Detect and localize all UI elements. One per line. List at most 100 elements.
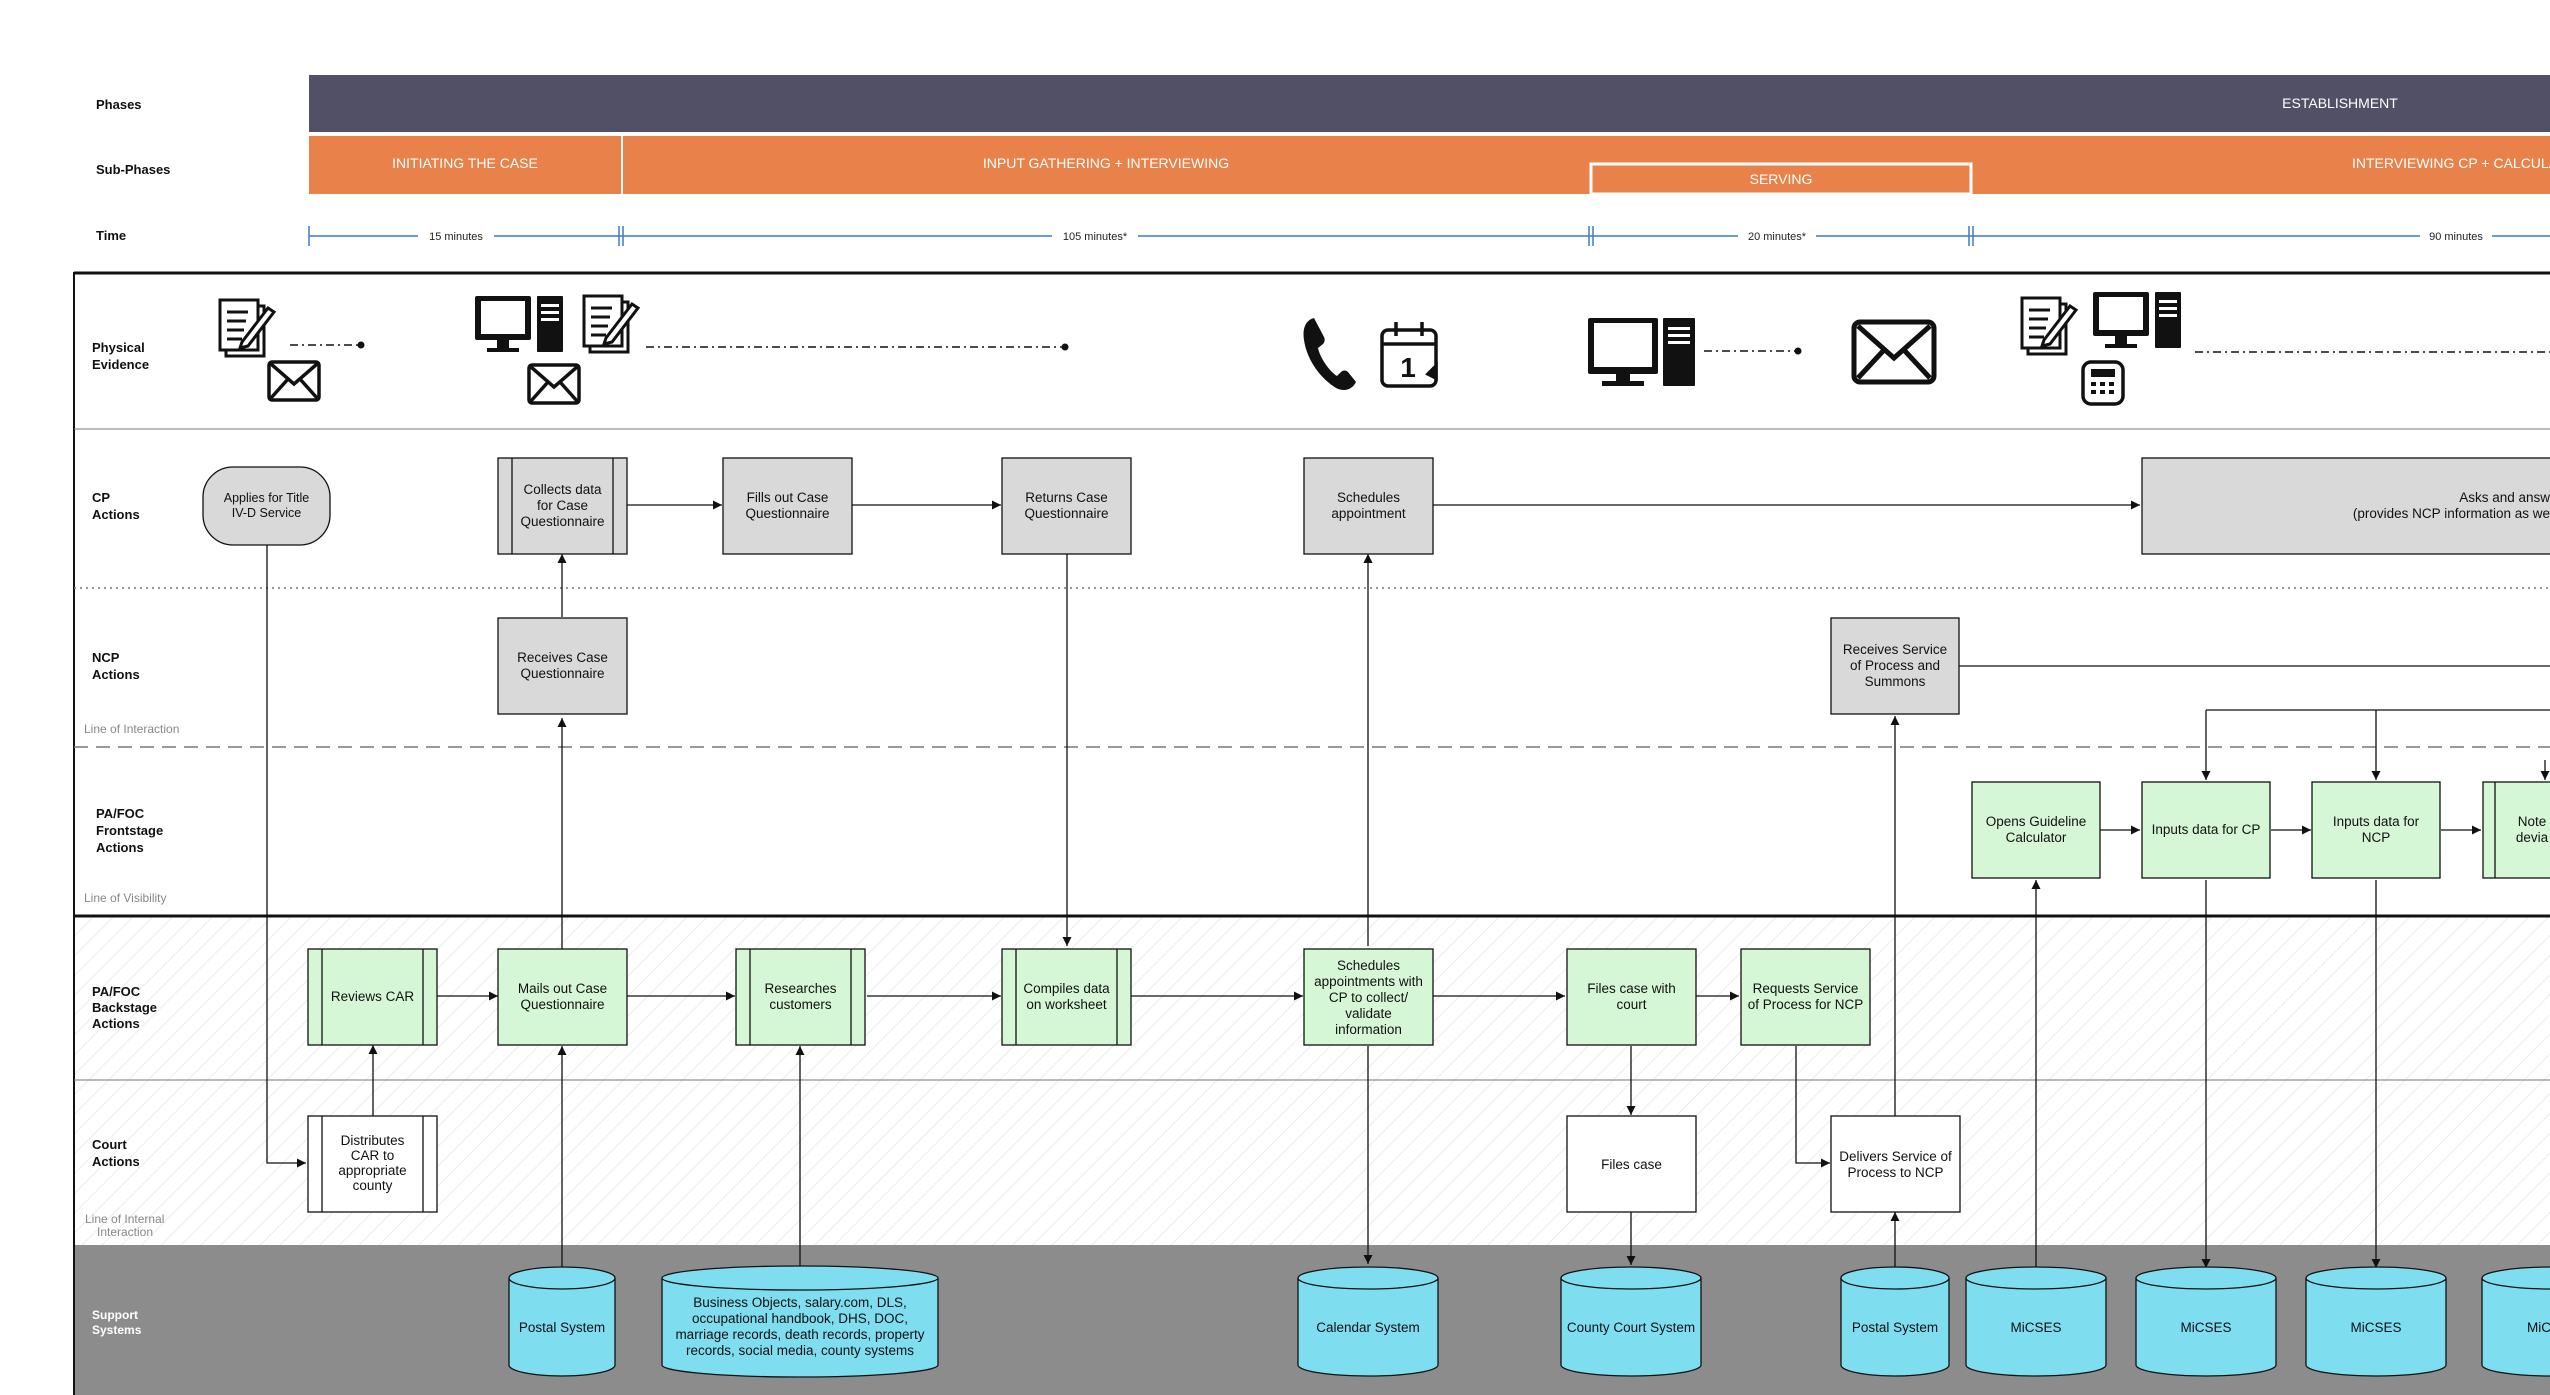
cp-asks-box: Asks and answ(provides NCP information a… [2141,457,2550,555]
ct-files-box: Files case [1566,1115,1697,1213]
computer-icon [2093,292,2181,348]
sys-calendar: Calendar System [1297,1266,1439,1377]
fs-inputs-cp-box: Inputs data for CP [2141,781,2271,879]
subphase-input-label: INPUT GATHERING + INTERVIEWING [983,155,1229,171]
calendar-icon [1380,322,1438,388]
document-pen-icon [218,298,277,358]
document-pen-icon [2020,296,2079,356]
evidence-connector-2-end [1061,343,1069,351]
time-serving: 20 minutes* [1748,231,1807,243]
time-labels: 15 minutes 105 minutes* 20 minutes* 90 m… [418,228,2492,244]
phase-band [309,75,2550,132]
bs-reviews-car-box: Reviews CAR [307,948,438,1046]
svg-text:Reviews CAR: Reviews CAR [331,989,415,1004]
sys-objects: Business Objects, salary.com, DLS,occupa… [661,1265,939,1378]
sys-county-court: County Court System [1560,1266,1702,1377]
sys-postal-1: Postal System [508,1266,616,1377]
envelope-icon [527,363,581,405]
svg-text:MiCSES: MiCSES [2180,1320,2231,1335]
subphase-interviewing-label: INTERVIEWING CP + CALCULA [2352,155,2550,171]
sys-micses-2: MiCSES [2135,1266,2277,1377]
row-label-time: Time [96,228,126,243]
subphase-serving-label: SERVING [1750,171,1813,187]
svg-text:Postal System: Postal System [1852,1320,1938,1335]
svg-text:MiCSES: MiCSES [2350,1320,2401,1335]
row-label-phases: Phases [96,97,142,112]
svg-text:County Court System: County Court System [1567,1320,1695,1335]
envelope-icon [267,360,321,402]
svg-text:Files case: Files case [1601,1157,1662,1172]
sys-micses-1: MiCSES [1965,1266,2107,1377]
svg-text:Postal System: Postal System [519,1320,605,1335]
svg-text:Inputs data for CP: Inputs data for CP [2152,822,2261,837]
document-pen-icon [582,294,641,354]
sys-micses-3: MiCSES [2305,1266,2447,1377]
sys-micses-4: MiC [2481,1266,2550,1377]
evidence-connector-3-end [1794,347,1802,355]
evidence-connector-1-end [357,341,365,349]
computer-icon [475,296,563,352]
svg-text:MiC: MiC [2527,1320,2550,1335]
calculator-icon [2081,360,2125,406]
calendar-day: 1 [1400,352,1416,383]
connectors [266,500,2550,1268]
row-label-subphases: Sub-Phases [96,162,170,177]
svg-text:Calendar System: Calendar System [1316,1320,1420,1335]
phase-label: ESTABLISHMENT [2282,95,2398,111]
envelope-icon [1851,319,1937,385]
subphase-band-input [623,136,2550,194]
time-interviewing: 90 minutes [2429,231,2483,243]
subphase-band-initiating [309,136,621,194]
svg-text:MiCSES: MiCSES [2010,1320,2061,1335]
svg-text:Business Objects, salary.com,: Business Objects, salary.com, DLS,occupa… [675,1295,924,1358]
svg-text:Asks and answ(provides NCP inf: Asks and answ(provides NCP information a… [2353,490,2550,521]
line-of-visibility-label: Line of Visibility [84,891,167,905]
subphase-initiating-label: INITIATING THE CASE [392,155,538,171]
time-input: 105 minutes* [1063,231,1128,243]
sys-postal-2: Postal System [1840,1266,1950,1377]
time-row [308,226,2550,246]
computer-icon [1588,318,1695,386]
